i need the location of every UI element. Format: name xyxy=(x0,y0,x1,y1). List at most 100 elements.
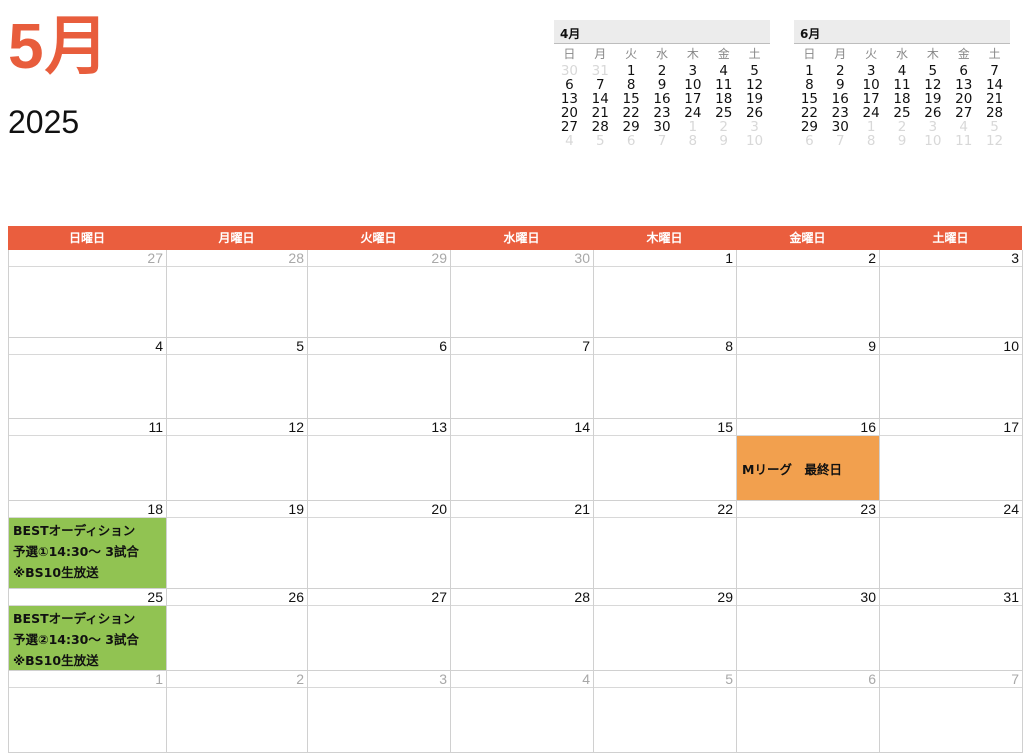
calendar-day[interactable]: 6 xyxy=(308,338,451,419)
day-body[interactable]: BESTオーディション 予選②14:30〜 3試合 ※BS10生放送 xyxy=(9,606,166,670)
calendar-day[interactable]: 3 xyxy=(880,250,1023,338)
mini-day[interactable]: 22 xyxy=(622,105,640,121)
mini-day[interactable]: 23 xyxy=(831,105,849,121)
day-body[interactable] xyxy=(308,267,450,337)
mini-day[interactable]: 17 xyxy=(684,91,702,107)
mini-day[interactable]: 11 xyxy=(893,77,911,93)
mini-day[interactable]: 30 xyxy=(560,63,579,79)
mini-day[interactable]: 4 xyxy=(565,133,574,149)
mini-day[interactable]: 19 xyxy=(745,91,764,107)
calendar-day[interactable]: 24 xyxy=(880,501,1023,589)
day-body[interactable] xyxy=(737,355,879,418)
mini-day[interactable]: 28 xyxy=(591,119,609,135)
mini-day[interactable]: 10 xyxy=(862,77,880,93)
mini-day[interactable]: 7 xyxy=(657,133,667,149)
mini-day[interactable]: 13 xyxy=(560,91,579,107)
day-body[interactable] xyxy=(880,518,1022,588)
mini-day[interactable]: 18 xyxy=(715,91,733,107)
day-body[interactable] xyxy=(9,688,166,752)
mini-day[interactable]: 8 xyxy=(626,77,636,93)
mini-day[interactable]: 25 xyxy=(893,105,911,121)
mini-day[interactable]: 29 xyxy=(622,119,640,135)
mini-day[interactable]: 4 xyxy=(959,119,968,135)
day-body[interactable] xyxy=(880,606,1022,670)
calendar-event[interactable]: BESTオーディション 予選①14:30〜 3試合 ※BS10生放送 xyxy=(9,518,166,588)
mini-day[interactable]: 4 xyxy=(719,63,728,79)
mini-day[interactable]: 20 xyxy=(955,91,973,107)
day-body[interactable] xyxy=(451,355,593,418)
day-body[interactable] xyxy=(594,267,736,337)
calendar-day[interactable]: 15 xyxy=(594,419,737,501)
mini-day[interactable]: 21 xyxy=(591,105,609,121)
day-body[interactable] xyxy=(880,436,1022,500)
day-body[interactable] xyxy=(737,267,879,337)
calendar-day[interactable]: 5 xyxy=(167,338,308,419)
calendar-day[interactable]: 30 xyxy=(737,589,880,671)
mini-day[interactable]: 12 xyxy=(924,77,942,93)
mini-day[interactable]: 30 xyxy=(831,119,849,135)
calendar-day[interactable]: 1 xyxy=(9,671,167,753)
calendar-day[interactable]: 17 xyxy=(880,419,1023,501)
mini-day[interactable]: 1 xyxy=(866,119,876,135)
mini-day[interactable]: 9 xyxy=(657,77,667,93)
day-body[interactable] xyxy=(308,436,450,500)
mini-day[interactable]: 27 xyxy=(955,105,973,121)
mini-day[interactable]: 12 xyxy=(985,133,1004,149)
day-body[interactable] xyxy=(167,518,307,588)
day-body[interactable] xyxy=(9,355,166,418)
calendar-day[interactable]: 5 xyxy=(594,671,737,753)
mini-day[interactable]: 11 xyxy=(715,77,733,93)
day-body[interactable] xyxy=(451,606,593,670)
mini-day[interactable]: 3 xyxy=(866,63,876,79)
mini-day[interactable]: 7 xyxy=(835,133,845,149)
calendar-day[interactable]: 20 xyxy=(308,501,451,589)
mini-day[interactable]: 9 xyxy=(835,77,845,93)
day-body[interactable] xyxy=(880,267,1022,337)
day-body[interactable] xyxy=(167,267,307,337)
day-body[interactable] xyxy=(451,518,593,588)
day-body[interactable] xyxy=(737,688,879,752)
day-body[interactable] xyxy=(451,436,593,500)
mini-day[interactable]: 22 xyxy=(800,105,819,121)
day-body[interactable]: BESTオーディション 予選①14:30〜 3試合 ※BS10生放送 xyxy=(9,518,166,588)
mini-day[interactable]: 3 xyxy=(750,119,759,135)
calendar-day[interactable]: 23 xyxy=(737,501,880,589)
calendar-day[interactable]: 4 xyxy=(451,671,594,753)
calendar-day[interactable]: 27 xyxy=(308,589,451,671)
day-body[interactable] xyxy=(451,267,593,337)
calendar-day[interactable]: 29 xyxy=(594,589,737,671)
day-body[interactable] xyxy=(308,606,450,670)
calendar-day[interactable]: 1 xyxy=(594,250,737,338)
mini-day[interactable]: 15 xyxy=(622,91,640,107)
mini-day[interactable]: 6 xyxy=(626,133,636,149)
mini-day[interactable]: 30 xyxy=(653,119,671,135)
mini-day[interactable]: 8 xyxy=(805,77,814,93)
mini-day[interactable]: 2 xyxy=(835,63,845,79)
mini-day[interactable]: 4 xyxy=(897,63,907,79)
mini-day[interactable]: 1 xyxy=(626,63,636,79)
calendar-day[interactable]: 13 xyxy=(308,419,451,501)
mini-day[interactable]: 5 xyxy=(928,63,938,79)
mini-day[interactable]: 10 xyxy=(924,133,942,149)
mini-day[interactable]: 7 xyxy=(595,77,605,93)
calendar-day[interactable]: 8 xyxy=(594,338,737,419)
mini-day[interactable]: 24 xyxy=(684,105,702,121)
calendar-day[interactable]: 10 xyxy=(880,338,1023,419)
mini-day[interactable]: 20 xyxy=(560,105,579,121)
mini-day[interactable]: 8 xyxy=(688,133,698,149)
day-body[interactable] xyxy=(308,688,450,752)
mini-day[interactable]: 10 xyxy=(684,77,702,93)
day-body[interactable] xyxy=(880,688,1022,752)
mini-day[interactable]: 5 xyxy=(990,119,999,135)
mini-day[interactable]: 2 xyxy=(719,119,728,135)
calendar-day[interactable]: 29 xyxy=(308,250,451,338)
mini-day[interactable]: 3 xyxy=(688,63,698,79)
calendar-event[interactable]: Mリーグ 最終日 xyxy=(737,436,879,500)
mini-day[interactable]: 2 xyxy=(657,63,667,79)
day-body[interactable] xyxy=(594,355,736,418)
mini-day[interactable]: 19 xyxy=(924,91,942,107)
mini-day[interactable]: 26 xyxy=(924,105,942,121)
day-body[interactable] xyxy=(308,518,450,588)
